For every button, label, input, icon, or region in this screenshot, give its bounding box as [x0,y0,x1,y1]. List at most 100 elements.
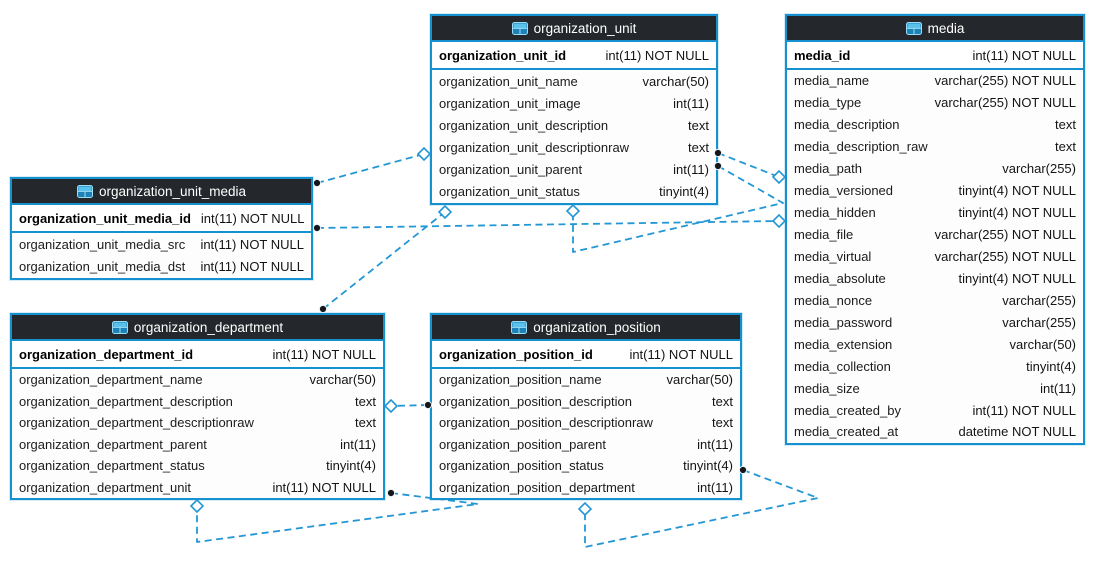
column-type: varchar(255) NOT NULL [934,248,1076,264]
column-name: organization_unit_status [439,184,580,200]
column-type: varchar(255) [1002,161,1076,177]
table-header[interactable]: organization_position [432,315,740,341]
column-name: organization_department_description [19,393,233,409]
column-name: media_nonce [794,292,873,308]
column-name: organization_unit_image [439,95,581,111]
column-row: organization_unit_media_src int(11) NOT N… [12,233,311,256]
column-rows: organization_unit_media_src int(11) NOT N… [12,233,311,278]
table-header[interactable]: organization_department [12,315,383,341]
column-name: media_description_raw [794,139,928,155]
column-name: media_file [794,227,854,243]
table-organization_department[interactable]: organization_department organization_depa… [10,313,385,500]
column-row: organization_unit_status tinyint(4) [432,180,716,204]
table-header[interactable]: organization_unit [432,16,716,42]
column-name: organization_department_status [19,458,205,474]
column-name: media_extension [794,336,893,352]
column-name: organization_position_parent [439,436,606,452]
column-type: tinyint(4) NOT NULL [958,205,1076,221]
column-row: organization_department_description text [12,390,383,412]
column-type: int(11) [673,95,709,111]
table-organization_position[interactable]: organization_position organization_positi… [430,313,742,500]
table-title: organization_position [533,319,661,335]
column-name: organization_department_id [19,346,194,362]
column-name: organization_position_status [439,458,604,474]
table-organization_unit_media[interactable]: organization_unit_media organization_unit… [10,177,313,280]
column-row: media_file varchar(255) NOT NULL [787,223,1083,246]
column-name: media_password [794,314,893,330]
column-row: media_description_raw text [787,135,1083,158]
column-type: tinyint(4) [1026,358,1076,374]
column-name: organization_unit_media_src [19,236,186,252]
table-header[interactable]: media [787,16,1083,42]
column-type: datetime NOT NULL [958,424,1076,440]
relationship-organization_department-to-organization_unit[interactable] [322,211,446,310]
column-name: media_hidden [794,205,876,221]
column-type: varchar(255) NOT NULL [934,73,1076,89]
column-type: text [712,415,733,431]
column-name: organization_unit_descriptionraw [439,140,630,156]
column-name: media_id [794,47,851,63]
column-type: text [355,393,376,409]
table-icon [76,184,93,198]
relationship-organization_unit_media-to-media[interactable] [316,220,780,229]
column-type: int(11) NOT NULL [200,210,305,226]
column-row: organization_unit_name varchar(50) [432,70,716,93]
table-title: organization_unit_media [98,183,247,199]
relationship-organization_unit_media-to-organization_unit[interactable] [316,153,425,184]
column-name: organization_unit_name [439,73,578,89]
column-name: media_name [794,73,870,89]
table-icon [511,21,528,35]
table-header[interactable]: organization_unit_media [12,179,311,205]
column-name: organization_unit_parent [439,162,583,178]
column-type: text [1055,139,1076,155]
column-name: media_collection [794,358,891,374]
relationship-organization_unit-to-organization_unit[interactable] [572,165,784,253]
table-title: organization_department [133,319,284,335]
table-icon [905,21,922,35]
column-name: organization_position_descriptionraw [439,415,653,431]
column-row: media_created_at datetime NOT NULL [787,421,1083,443]
column-type: text [355,415,376,431]
relationship-organization_position-to-organization_position[interactable] [584,469,819,548]
column-type: int(11) NOT NULL [972,402,1076,418]
column-type: int(11) [697,436,733,452]
column-type: tinyint(4) [659,184,709,200]
column-name: media_absolute [794,270,886,286]
relationship-organization_position-to-organization_department[interactable] [390,404,429,407]
column-name: organization_department_parent [19,436,207,452]
column-type: tinyint(4) NOT NULL [958,270,1076,286]
column-type: varchar(50) [666,372,733,388]
column-type: int(11) [697,479,733,495]
column-type: int(11) NOT NULL [200,236,304,252]
column-name: organization_position_id [439,346,593,362]
column-type: varchar(255) NOT NULL [934,227,1076,243]
column-type: varchar(50) [642,73,709,89]
column-name: media_created_at [794,424,899,440]
column-row: media_name varchar(255) NOT NULL [787,70,1083,92]
column-type: tinyint(4) NOT NULL [958,183,1076,199]
column-type: int(11) NOT NULL [272,346,376,362]
column-name: media_type [794,95,862,111]
table-icon [111,320,128,334]
